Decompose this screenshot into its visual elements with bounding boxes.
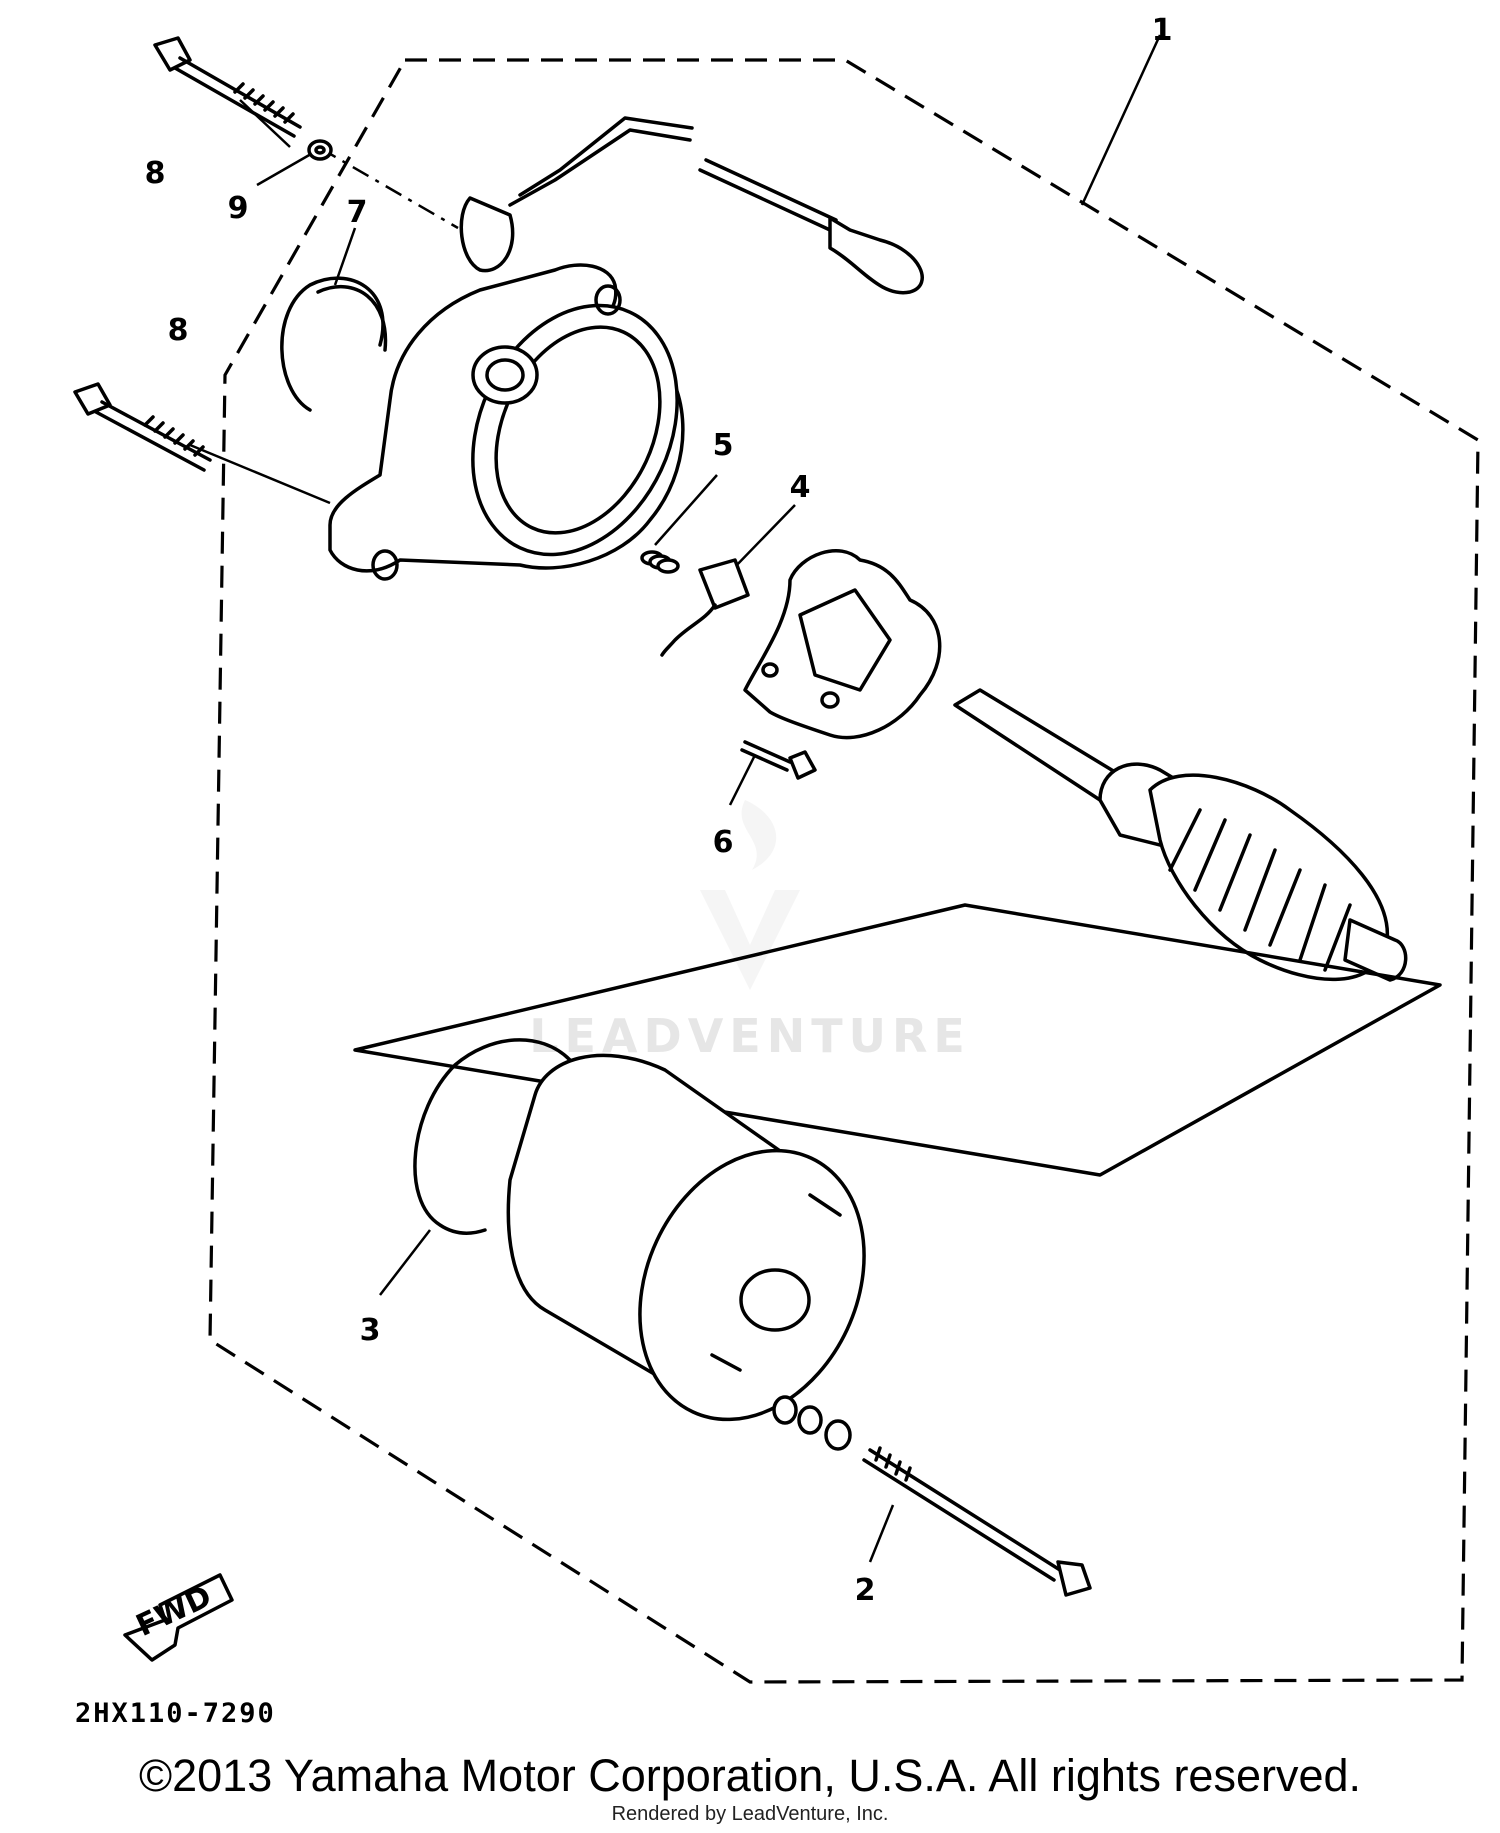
- callout-3: 3: [360, 1313, 381, 1348]
- bolt-8-top: [153, 36, 302, 138]
- o-ring-7: [280, 276, 385, 412]
- callout-6: 6: [713, 825, 734, 860]
- screw-6: [740, 740, 817, 780]
- brush-holder-plate: [743, 549, 942, 740]
- callout-5: 5: [713, 428, 734, 463]
- washers: [772, 1395, 852, 1451]
- callout-8-middle: 8: [168, 313, 189, 348]
- yoke: [506, 1053, 866, 1422]
- bolt-8-middle: [73, 382, 212, 472]
- front-housing: [328, 263, 685, 581]
- callout-1: 1: [1152, 13, 1173, 48]
- drawing-code: 2HX110-7290: [75, 1698, 276, 1729]
- assembly-boundary: [208, 58, 1480, 1684]
- rendered-by-text: Rendered by LeadVenture, Inc.: [611, 1803, 889, 1825]
- brush-4: [660, 558, 750, 657]
- starter-cable: [459, 116, 924, 295]
- spring-5: [640, 550, 680, 574]
- washer-9: [307, 139, 333, 161]
- callout-7: 7: [347, 195, 368, 230]
- copyright-text: ©2013 Yamaha Motor Corporation, U.S.A. A…: [138, 1750, 1362, 1801]
- armature: [953, 688, 1408, 982]
- callout-8-top: 8: [145, 156, 166, 191]
- fwd-arrow-icon: FWD: [123, 1573, 234, 1662]
- leader-lines: [189, 34, 1162, 1563]
- bolt-centerline: [319, 146, 459, 230]
- o-ring-3: [413, 1038, 572, 1236]
- subassembly-outline: [353, 903, 1442, 1177]
- callout-4: 4: [790, 470, 811, 505]
- callout-2: 2: [855, 1573, 876, 1608]
- leadventure-watermark-logo: [700, 800, 800, 990]
- long-bolt-2: [862, 1446, 1092, 1597]
- callout-9: 9: [228, 191, 249, 226]
